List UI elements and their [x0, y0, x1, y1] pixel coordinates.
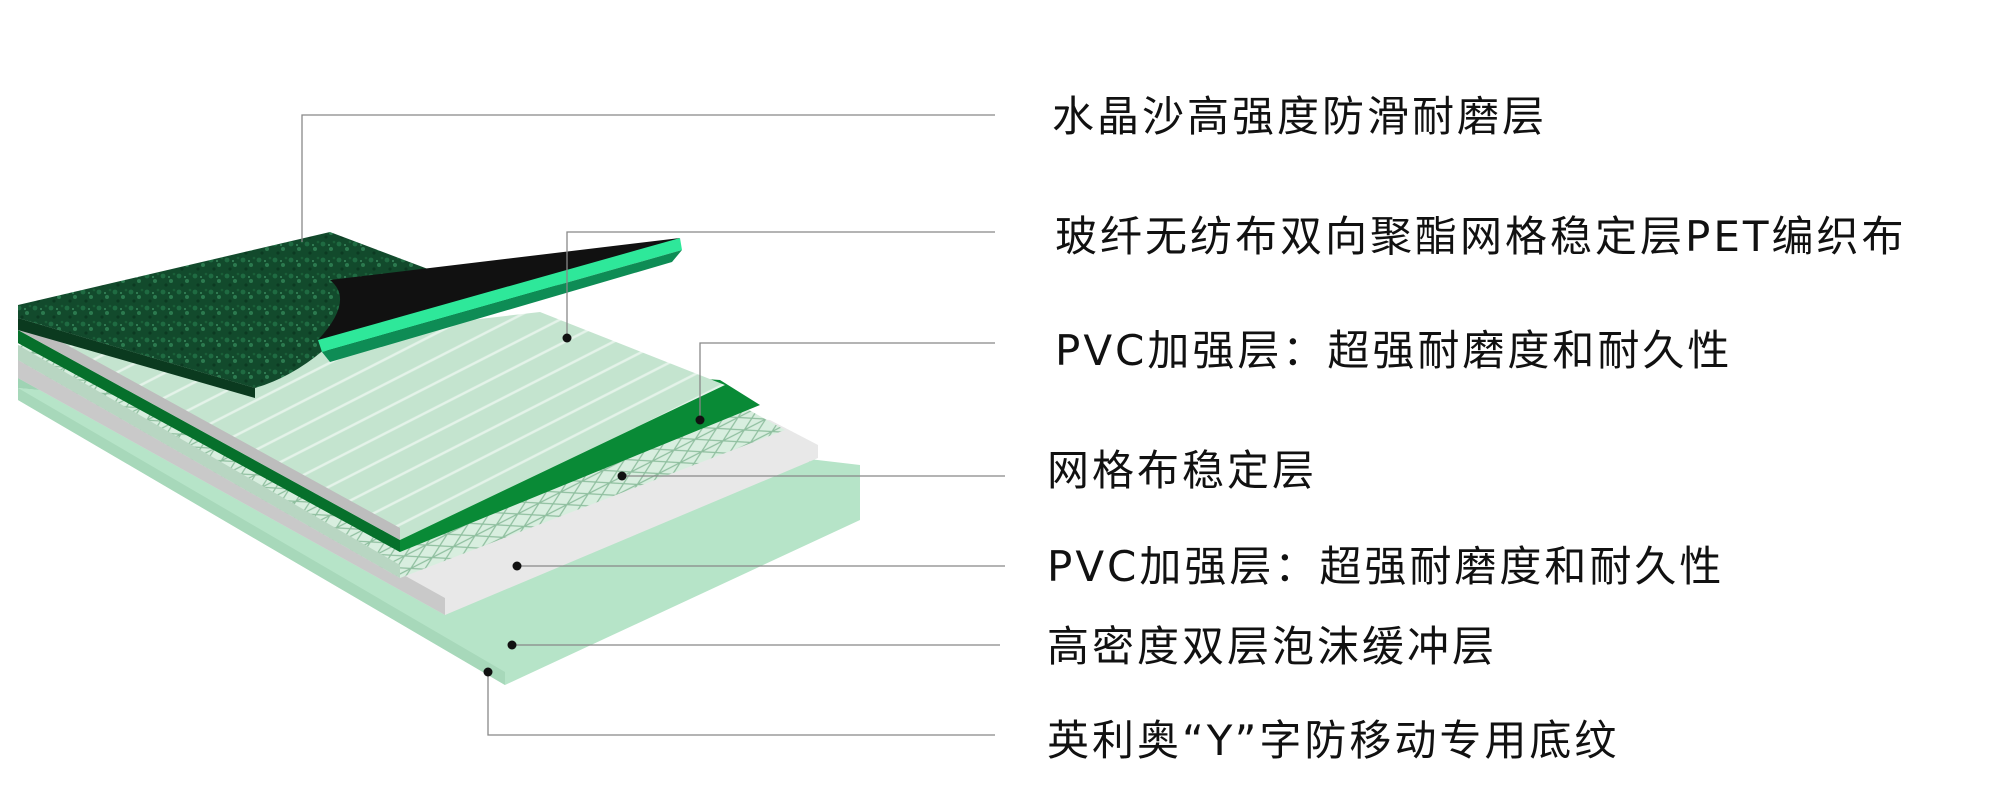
crystal-sand-surface	[18, 232, 682, 398]
label-grid-mesh-layer: 网格布稳定层	[1047, 446, 1318, 495]
leader-dots	[483, 333, 705, 677]
leader-lines	[301, 114, 1005, 736]
label-pvc-green-layer: PVC加强层：超强耐磨度和耐久性	[1055, 326, 1733, 375]
label-pvc-white-layer: PVC加强层：超强耐磨度和耐久性	[1047, 542, 1725, 591]
label-pet-fabric-layer: 玻纤无纺布双向聚酯网格稳定层PET编织布	[1055, 212, 1907, 261]
side-strip	[18, 318, 400, 540]
label-foam-cushion-layer: 高密度双层泡沫缓冲层	[1047, 622, 1498, 671]
label-y-pattern-backing: 英利奥“Y”字防移动专用底纹	[1047, 716, 1620, 765]
label-crystal-sand-layer: 水晶沙高强度防滑耐磨层	[1052, 92, 1548, 141]
